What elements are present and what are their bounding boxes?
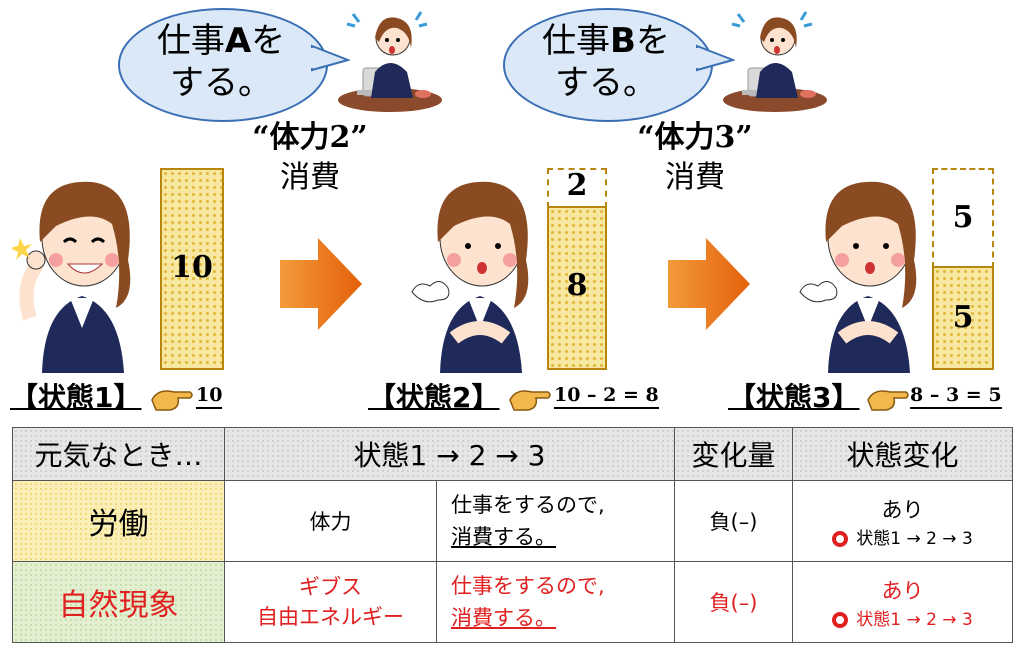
cell-change-labor: 負(–)	[674, 480, 793, 562]
formula-state2: 10 – 2 = 8	[554, 384, 659, 409]
consumption-label-3: “体力3” 消費	[637, 120, 753, 195]
header-states: 状態1 → 2 → 3	[224, 427, 675, 481]
bubble-b-text: 仕事Bを する。	[542, 21, 670, 103]
state-label-3: 【状態3】	[728, 381, 860, 414]
energy-remaining-state2: 8	[547, 206, 607, 370]
formula-state3: 8 – 3 = 5	[910, 384, 1002, 409]
pointing-hand-icon	[867, 390, 909, 411]
transition-arrow-2	[668, 238, 750, 330]
tired-woman-illustration-2	[411, 181, 529, 373]
comparison-table: 元気なとき… 状態1 → 2 → 3 変化量 状態変化 労働 体力 仕事をするの…	[12, 427, 1013, 643]
cell-description-nature: 仕事をするので, 消費する。	[436, 561, 675, 643]
energy-remaining-state3: 5	[932, 266, 994, 370]
state-label-2: 【状態2】	[368, 381, 500, 414]
pointing-hand-icon	[509, 390, 551, 411]
circle-mark-icon	[832, 611, 849, 628]
bubble-tail-b	[695, 44, 735, 72]
circle-mark-icon	[832, 530, 849, 547]
cell-state-change-nature: あり 状態1 → 2 → 3	[792, 561, 1013, 643]
table-header-row: 元気なとき… 状態1 → 2 → 3 変化量 状態変化	[12, 427, 1013, 481]
cell-description-labor: 仕事をするので, 消費する。	[436, 480, 675, 562]
energy-used-state3: 5	[932, 168, 994, 268]
energy-value-state1: 10	[171, 250, 213, 285]
energy-used-state2: 2	[547, 168, 607, 208]
header-condition: 元気なとき…	[12, 427, 225, 481]
header-change-amount: 変化量	[674, 427, 793, 481]
speech-bubble-a	[118, 8, 328, 122]
cell-quantity-nature: ギブス 自由エネルギー	[224, 561, 437, 643]
transition-arrow-1	[280, 238, 362, 330]
row-label-labor: 労働	[12, 480, 225, 562]
worker-at-desk-illustration-a	[338, 11, 442, 112]
formula-state1: 10	[196, 384, 223, 409]
energy-bar-state1: 10	[160, 168, 224, 370]
cell-state-change-labor: あり 状態1 → 2 → 3	[792, 480, 1013, 562]
cell-change-nature: 負(–)	[674, 561, 793, 643]
row-label-nature: 自然現象	[12, 561, 225, 643]
table-row-labor: 労働 体力 仕事をするので, 消費する。 負(–) あり 状態1 → 2 → 3	[12, 480, 1013, 562]
bubble-a-text: 仕事Aを する。	[156, 21, 286, 103]
worker-at-desk-illustration-b	[723, 11, 827, 112]
happy-woman-illustration	[12, 181, 131, 373]
state-label-1: 【状態1】	[10, 381, 142, 414]
cell-quantity-labor: 体力	[224, 480, 437, 562]
pointing-hand-icon	[151, 390, 193, 411]
table-row-nature: 自然現象 ギブス 自由エネルギー 仕事をするので, 消費する。 負(–) あり …	[12, 561, 1013, 643]
bubble-tail-a	[310, 44, 350, 72]
tired-woman-illustration-3	[799, 181, 917, 373]
consumption-label-2: “体力2” 消費	[252, 120, 368, 195]
header-state-change: 状態変化	[792, 427, 1013, 481]
